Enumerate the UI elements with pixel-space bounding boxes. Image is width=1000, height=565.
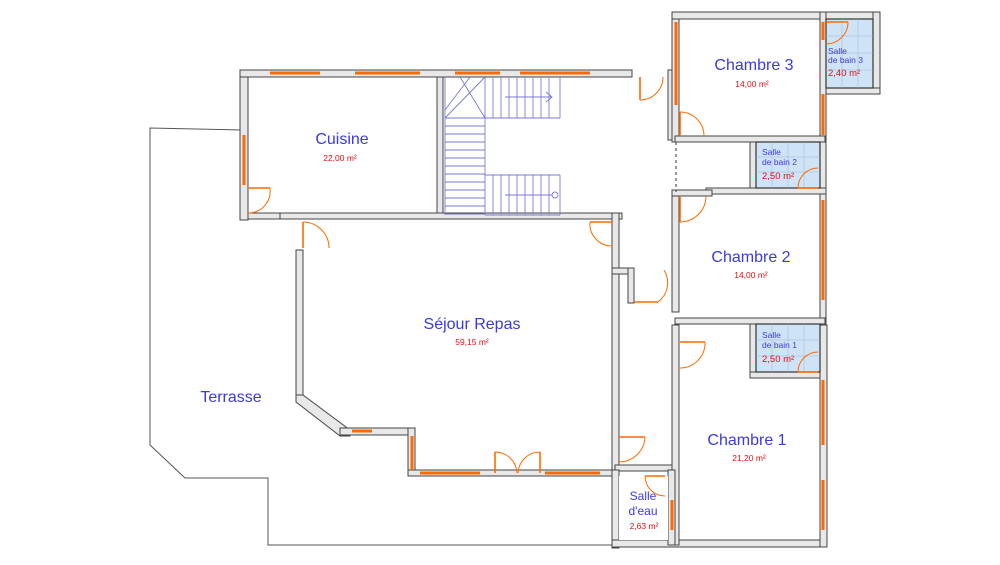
area-chambre1: 21,20 m²: [732, 453, 766, 463]
label-sdb2-line1: Salle: [762, 147, 781, 157]
area-chambre2: 14,00 m²: [734, 270, 768, 280]
label-chambre2: Chambre 2: [711, 249, 790, 266]
bathroom-tiles: [619, 18, 874, 540]
label-sdb3-line1: Salle: [828, 46, 847, 56]
stair-tread: [444, 76, 486, 119]
label-sdb1-line1: Salle: [762, 330, 781, 340]
stair-tread: [444, 76, 471, 111]
doors: [247, 21, 849, 497]
label-chambre3: Chambre 3: [714, 57, 793, 74]
staircase: [444, 76, 561, 216]
room-labels: Chambre 3 14,00 m² Cuisine 22,00 m² Séjo…: [200, 46, 863, 531]
area-chambre3: 14,00 m²: [735, 79, 769, 89]
tile-grid: [756, 19, 873, 372]
walls: [239, 11, 881, 549]
label-chambre1: Chambre 1: [707, 432, 786, 449]
area-sdb3: 2,40 m²: [828, 68, 860, 79]
label-terrasse: Terrasse: [200, 389, 261, 406]
windows: [242, 22, 825, 530]
label-sdb1-line2: de bain 1: [762, 340, 797, 350]
area-cuisine: 22,00 m²: [323, 153, 357, 163]
label-sejour: Séjour Repas: [424, 316, 521, 333]
label-salle-eau-line1: Salle: [630, 489, 657, 503]
staircase-area: [443, 75, 573, 217]
stair-tread: [459, 76, 486, 119]
label-sdb3-line2: de bain 3: [828, 55, 863, 65]
label-salle-eau-line2: d'eau: [629, 504, 658, 518]
area-salle-eau: 2,63 m²: [630, 521, 659, 531]
area-sdb2: 2,50 m²: [762, 171, 794, 182]
label-sdb2-line2: de bain 2: [762, 157, 797, 167]
terrace-outline: [149, 127, 615, 546]
area-sdb1: 2,50 m²: [762, 354, 794, 365]
label-cuisine: Cuisine: [315, 131, 368, 148]
area-sejour: 59,15 m²: [455, 337, 489, 347]
